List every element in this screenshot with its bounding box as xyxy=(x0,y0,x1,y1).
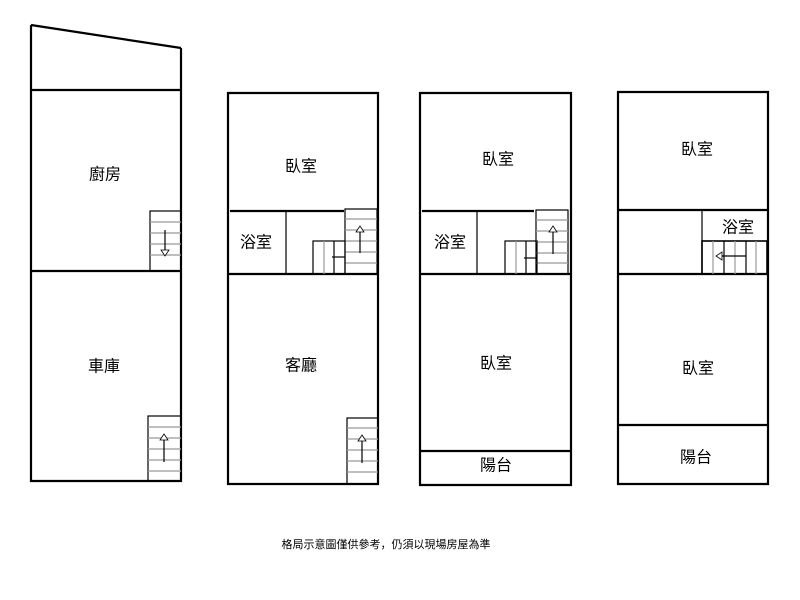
room-label-living-room: 客廳 xyxy=(285,356,317,375)
room-label-kitchen: 廚房 xyxy=(89,165,121,184)
room-label-balcony: 陽台 xyxy=(680,448,712,467)
room-label-bathroom: 浴室 xyxy=(434,233,466,252)
room-label-bedroom: 臥室 xyxy=(285,157,317,176)
floor-plan-4: 臥室 浴室 臥室 陽台 xyxy=(616,90,770,486)
floor-plan-1: 廚房 車庫 xyxy=(29,23,183,483)
floor-plan-3: 臥室 浴室 臥室 陽台 xyxy=(418,91,573,487)
disclaimer-caption: 格局示意圖僅供參考，仍須以現場房屋為準 xyxy=(282,537,491,551)
floor-plan-2: 臥室 浴室 客廳 xyxy=(226,91,380,486)
room-label-bedroom: 臥室 xyxy=(480,354,512,373)
room-label-balcony: 陽台 xyxy=(480,456,512,475)
staircase-up xyxy=(346,417,379,485)
staircase-left xyxy=(701,240,768,275)
staircase-up xyxy=(312,208,378,275)
room-label-bathroom: 浴室 xyxy=(240,233,272,252)
staircase-up xyxy=(504,209,569,275)
room-label-bedroom: 臥室 xyxy=(482,150,514,169)
room-label-bedroom: 臥室 xyxy=(681,140,713,159)
room-label-bathroom: 浴室 xyxy=(722,218,754,237)
staircase-up xyxy=(147,415,182,482)
staircase-down xyxy=(149,210,182,272)
room-label-garage: 車庫 xyxy=(88,357,120,376)
room-label-bedroom: 臥室 xyxy=(682,359,714,378)
